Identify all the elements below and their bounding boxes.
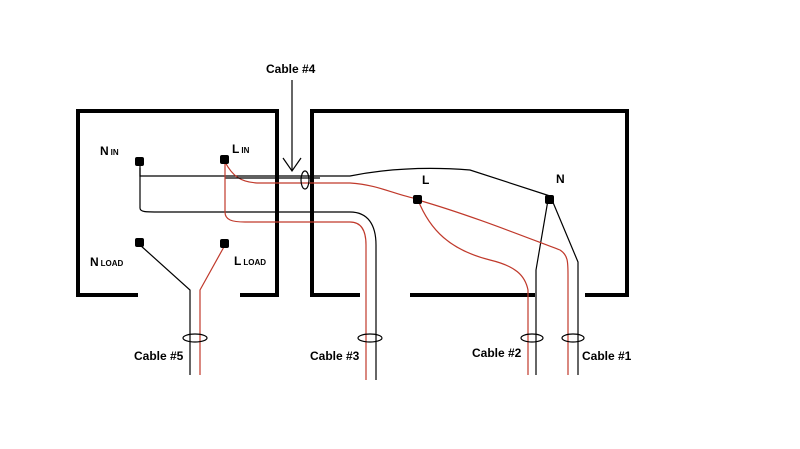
cable2-live-wire [417,199,529,375]
cable1-label: Cable #1 [582,349,632,363]
cable5-label: Cable #5 [134,349,184,363]
cable1-neutral-wire [551,199,579,375]
terminal-n-right [545,195,554,204]
cable4-label: Cable #4 [266,62,316,76]
cable5-clamp [182,333,208,343]
terminal-l-load [220,239,229,248]
cable2-label: Cable #2 [472,346,522,360]
cable4-neutral-wire [139,163,551,197]
terminal-l-in [220,155,229,164]
left-box [76,109,279,297]
cable3-live-wire [224,162,367,380]
cable4-live-wire [224,161,419,200]
cable1-live-wire [417,199,569,375]
cable4-clamp [300,170,310,190]
terminal-n-load [135,238,144,247]
cable2-neutral-wire [535,199,549,375]
cable2-clamp [520,333,544,343]
cable4-arrow-head [282,157,302,173]
cable1-clamp [561,333,585,343]
cable3-label: Cable #3 [310,349,360,363]
n-right-label: N [556,172,565,186]
terminal-l-right [413,195,422,204]
cable5-live-wire [199,244,226,375]
cable3-neutral-wire [139,168,377,380]
cable3-clamp [357,333,383,343]
l-right-label: L [422,173,429,187]
cable5-neutral-wire [139,244,191,375]
terminal-n-in [135,157,144,166]
right-box [310,109,629,297]
